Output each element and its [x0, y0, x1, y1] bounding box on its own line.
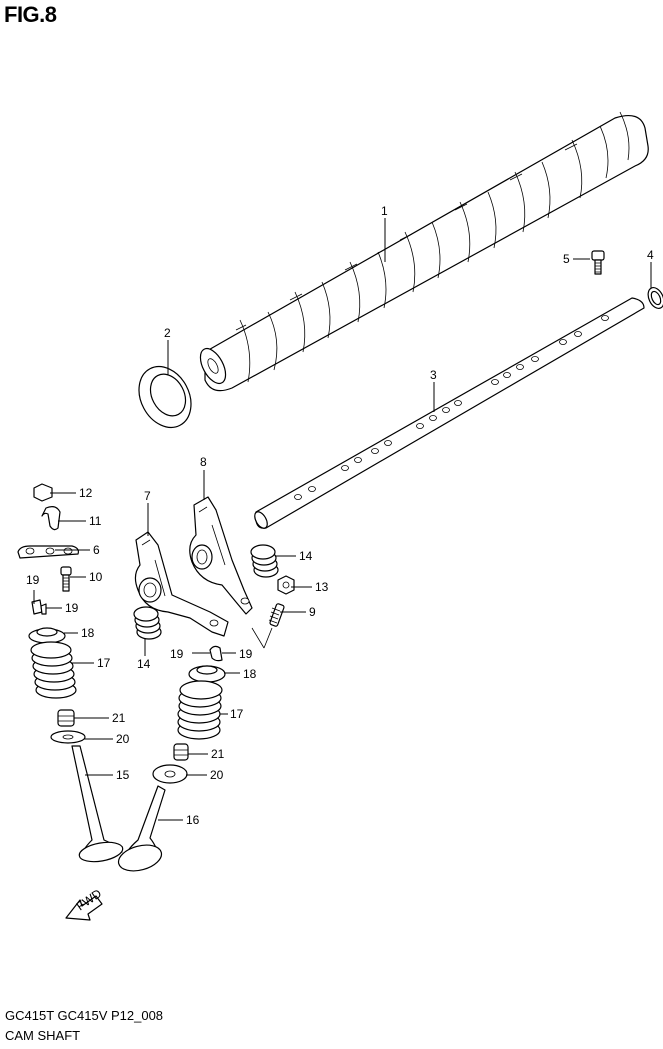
rocker-spring-lower-part[interactable] — [133, 606, 162, 640]
callout-3: 3 — [430, 368, 437, 382]
callout-11: 11 — [89, 514, 102, 528]
callout-19-b: 19 — [65, 601, 79, 615]
callout-13: 13 — [315, 580, 329, 594]
callout-4: 4 — [647, 248, 654, 262]
bolt-part[interactable] — [591, 250, 605, 275]
callout-14-upper: 14 — [299, 549, 313, 563]
callout-15: 15 — [116, 768, 130, 782]
rocker-arm-exhaust-part[interactable] — [189, 496, 253, 615]
fwd-arrow-icon: FWD — [65, 886, 104, 921]
lock-nut-part[interactable] — [277, 575, 295, 595]
intake-valve-part[interactable] — [71, 745, 124, 865]
callout-12: 12 — [79, 486, 93, 500]
callout-14-lower: 14 — [137, 657, 151, 671]
callout-21-left: 21 — [112, 711, 126, 725]
callout-18-right: 18 — [243, 667, 257, 681]
spring-retainer-left-part[interactable] — [28, 627, 66, 644]
adjusting-screw-part[interactable] — [251, 603, 285, 649]
spring-seat-right-part[interactable] — [152, 764, 188, 784]
camshaft-part[interactable] — [195, 111, 649, 392]
callout-1: 1 — [381, 204, 388, 218]
callout-labels: 1 2 3 4 5 6 7 8 9 10 11 12 13 14 14 15 1… — [26, 204, 654, 827]
callout-20-right: 20 — [210, 768, 224, 782]
valve-spring-left-part[interactable] — [30, 641, 77, 699]
callout-5: 5 — [563, 252, 570, 266]
callout-6: 6 — [93, 543, 100, 557]
callout-2: 2 — [164, 326, 171, 340]
callout-10: 10 — [89, 570, 103, 584]
callout-17-right: 17 — [230, 707, 244, 721]
callout-17-left: 17 — [97, 656, 111, 670]
callout-19-a: 19 — [26, 573, 40, 587]
figure-title: FIG.8 — [4, 2, 57, 27]
rocker-spring-upper-part[interactable] — [250, 544, 279, 578]
callout-8: 8 — [200, 455, 207, 469]
exhaust-valve-part[interactable] — [116, 785, 166, 875]
callout-9: 9 — [309, 605, 316, 619]
clip-part[interactable] — [41, 506, 61, 531]
spring-retainer-right-part[interactable] — [188, 665, 226, 683]
model-code-line: GC415T GC415V P12_008 — [5, 1008, 164, 1023]
section-name: CAM SHAFT — [5, 1028, 81, 1043]
spring-seat-left-part[interactable] — [50, 730, 86, 744]
nut-part[interactable] — [33, 483, 53, 502]
rocker-arm-intake-part[interactable] — [134, 531, 229, 637]
valve-spring-right-part[interactable] — [177, 680, 223, 740]
callout-21-right: 21 — [211, 747, 225, 761]
oil-seal-part[interactable] — [129, 357, 201, 436]
valve-stem-seal-right-part[interactable] — [173, 743, 189, 761]
valve-cotter-right-part[interactable] — [209, 645, 223, 662]
rocker-arm-shaft-part[interactable] — [252, 297, 645, 530]
callout-18-left: 18 — [81, 626, 95, 640]
leader-lines — [33, 218, 652, 821]
callout-7: 7 — [144, 489, 151, 503]
callout-16: 16 — [186, 813, 200, 827]
valve-stem-seal-left-part[interactable] — [57, 709, 75, 727]
o-ring-part[interactable] — [645, 285, 663, 311]
plate-part[interactable] — [17, 545, 79, 559]
callout-19-d: 19 — [239, 647, 253, 661]
callout-19-c: 19 — [170, 647, 184, 661]
screw-part[interactable] — [60, 566, 72, 592]
callout-20-left: 20 — [116, 732, 130, 746]
